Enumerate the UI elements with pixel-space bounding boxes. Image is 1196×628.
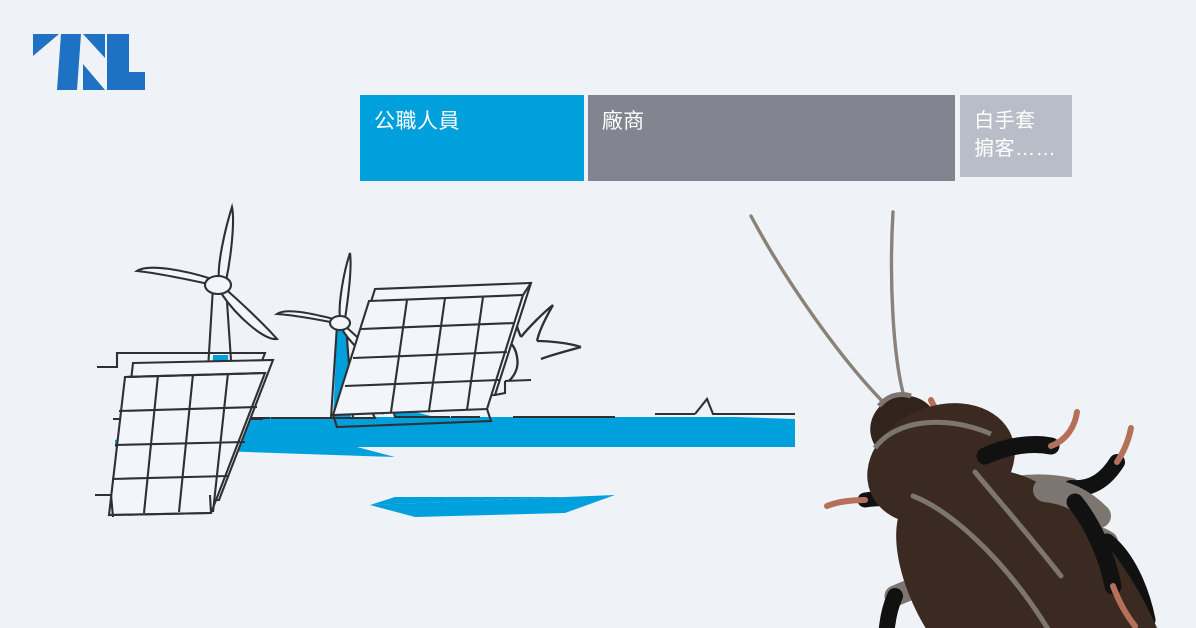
solar-panel-right <box>331 281 533 429</box>
solar-panel-left <box>95 351 275 518</box>
renewable-energy-illustration <box>95 195 815 555</box>
wing-seams <box>910 469 1064 628</box>
bar-segment-public-officials[interactable]: 公職人員 <box>360 95 584 181</box>
stacked-bar-chart: 公職人員 廠商 白手套 掮客…… <box>360 95 1073 181</box>
bar-segment-white-gloves[interactable]: 白手套 掮客…… <box>960 95 1073 177</box>
cockroach <box>745 210 1196 628</box>
pronotum-outline <box>872 419 992 450</box>
bar-segment-label: 廠商 <box>601 110 645 133</box>
bar-segment-vendors[interactable]: 廠商 <box>587 95 956 181</box>
antennae <box>749 210 907 408</box>
cockroach-abdomen <box>896 469 1157 628</box>
bar-segment-label: 公職人員 <box>374 110 460 133</box>
ground-band <box>115 407 795 517</box>
leg-upper-right <box>976 409 1080 465</box>
head-seam <box>877 391 912 408</box>
tnl-logo-icon <box>33 34 145 90</box>
bar-segment-label: 白手套 <box>974 110 1036 132</box>
tnl-logo[interactable] <box>33 34 145 90</box>
bar-segment-label-line2: 掮客…… <box>974 138 1057 160</box>
leg-far-right <box>1033 478 1138 628</box>
